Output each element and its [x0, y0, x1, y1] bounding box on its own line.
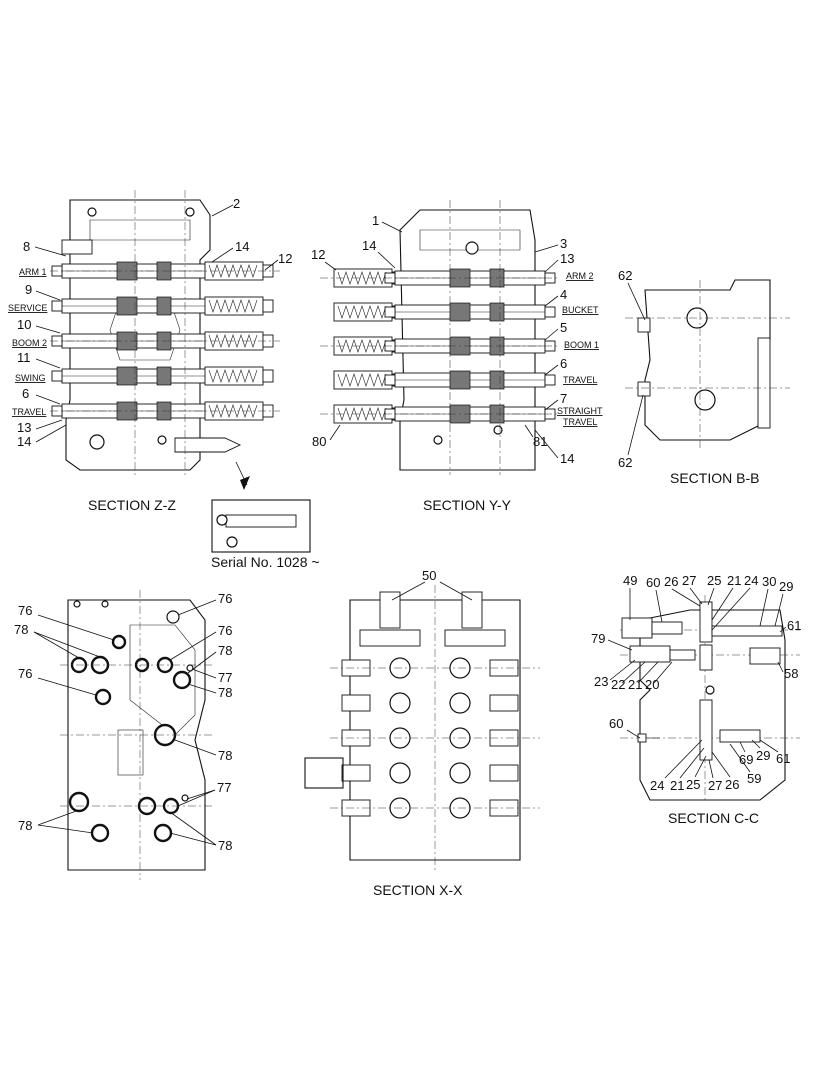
function-label: ARM 2 — [566, 271, 594, 281]
function-label: ARM 1 — [19, 267, 47, 277]
callout: 1 — [372, 213, 379, 228]
function-label: BOOM 1 — [564, 340, 599, 350]
callout: 25 — [686, 777, 700, 792]
callout: 13 — [17, 420, 31, 435]
callout: 11 — [17, 350, 31, 365]
function-label: SERVICE — [8, 303, 47, 313]
callout: 14 — [235, 239, 249, 254]
callout: 58 — [784, 666, 798, 681]
callout: 76 — [218, 623, 232, 638]
callout: 76 — [218, 591, 232, 606]
function-label: BUCKET — [562, 305, 599, 315]
callout: 23 — [594, 674, 608, 689]
callout: 14 — [362, 238, 376, 253]
callout: 29 — [779, 579, 793, 594]
callout: 78 — [18, 818, 32, 833]
section-title: SECTION Z-Z — [88, 497, 176, 513]
port-plate-view: 76 76 78 76 78 77 76 78 78 77 78 78 — [14, 590, 232, 880]
callout: 78 — [218, 748, 232, 763]
callout: 76 — [18, 603, 32, 618]
callout: 2 — [233, 196, 240, 211]
callout: 24 — [744, 573, 758, 588]
callout: 7 — [560, 391, 567, 406]
callout: 81 — [533, 434, 547, 449]
callout: 6 — [560, 356, 567, 371]
callout: 79 — [591, 631, 605, 646]
section-xx: 50 SECTION X-X — [304, 568, 540, 898]
callout: 61 — [787, 618, 801, 633]
callout: 5 — [560, 320, 567, 335]
section-title: SECTION C-C — [668, 810, 759, 826]
callout: 78 — [218, 838, 232, 853]
callout: 12 — [278, 251, 292, 266]
callout: 78 — [218, 685, 232, 700]
callout: 50 — [422, 568, 436, 583]
callout: 60 — [609, 716, 623, 731]
function-label: STRAIGHT — [557, 406, 603, 416]
callout: 10 — [17, 317, 31, 332]
callout: 26 — [725, 777, 739, 792]
callout: 61 — [776, 751, 790, 766]
callout: 27 — [682, 573, 696, 588]
function-label: TRAVEL — [12, 407, 46, 417]
callout: 14 — [17, 434, 31, 449]
callout: 24 — [650, 778, 664, 793]
callout: 12 — [311, 247, 325, 262]
callout: 26 — [664, 574, 678, 589]
callout: 77 — [218, 670, 232, 685]
callout: 78 — [218, 643, 232, 658]
section-title: SECTION B-B — [670, 470, 759, 486]
callout: 59 — [747, 771, 761, 786]
callout: 21 — [670, 778, 684, 793]
callout: 62 — [618, 268, 632, 283]
section-title: SECTION X-X — [373, 882, 463, 898]
callout: 6 — [22, 386, 29, 401]
section-cc: 49 60 26 27 25 21 24 30 29 79 61 23 22 2… — [591, 573, 801, 826]
section-yy: 1 3 13 14 12 ARM 2 4 BUCKET 5 BOOM 1 6 T… — [311, 200, 603, 513]
callout: 9 — [25, 282, 32, 297]
section-bb: 62 62 SECTION B-B — [618, 268, 790, 486]
callout: 29 — [756, 748, 770, 763]
section-zz: 2 8 14 12 ARM 1 9 SERVICE 10 BOOM 2 11 S… — [8, 190, 320, 570]
inset-caption: Serial No. 1028 ~ — [211, 554, 320, 570]
callout: 4 — [560, 287, 567, 302]
callout: 80 — [312, 434, 326, 449]
callout: 69 — [739, 752, 753, 767]
callout: 14 — [560, 451, 574, 466]
callout: 78 — [14, 622, 28, 637]
section-title: SECTION Y-Y — [423, 497, 512, 513]
callout: 25 — [707, 573, 721, 588]
callout: 13 — [560, 251, 574, 266]
callout: 21 — [628, 677, 642, 692]
function-label: TRAVEL — [563, 375, 597, 385]
callout: 3 — [560, 236, 567, 251]
callout: 30 — [762, 574, 776, 589]
callout: 27 — [708, 778, 722, 793]
callout: 8 — [23, 239, 30, 254]
function-label: BOOM 2 — [12, 338, 47, 348]
function-label: SWING — [15, 373, 46, 383]
callout: 62 — [618, 455, 632, 470]
callout: 22 — [611, 677, 625, 692]
callout: 77 — [217, 780, 231, 795]
callout: 49 — [623, 573, 637, 588]
callout: 60 — [646, 575, 660, 590]
callout: 21 — [727, 573, 741, 588]
callout: 76 — [18, 666, 32, 681]
function-label: TRAVEL — [563, 417, 597, 427]
